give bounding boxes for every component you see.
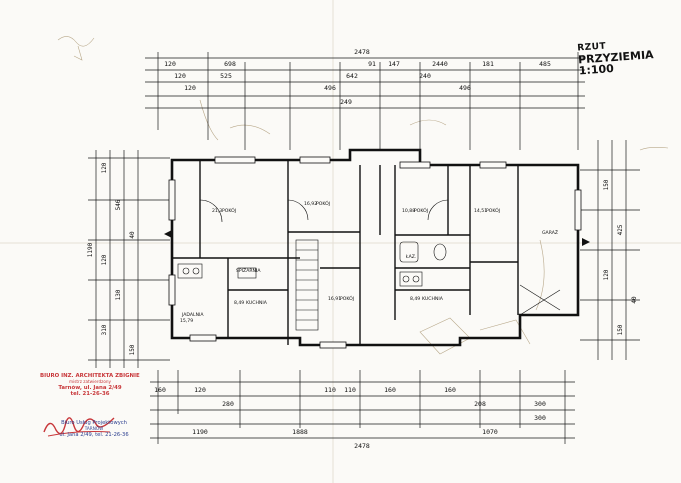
dim-right: 150 xyxy=(617,324,624,335)
dim-left: 120 xyxy=(101,254,108,265)
office-stamp-phone: tel. 21-26-36 xyxy=(70,391,110,397)
room-name: POKÓJ xyxy=(316,200,330,207)
dimension-labels-vertical: 1190 120 546 40 120 130 310 150 150 425 … xyxy=(87,162,638,355)
handwritten-signature xyxy=(43,417,115,437)
dim-right: 150 xyxy=(603,179,610,190)
dimension-labels: 2478 698 642 2440 485 120 120 120 91 147… xyxy=(154,48,551,450)
office-stamp-line-2: mistrz zatwierdzony xyxy=(68,379,112,384)
room-name: POKÓJ xyxy=(414,207,428,214)
dim-bottom: 160 xyxy=(444,386,456,394)
designer-stamp-address: ul. Jana 2/49, tel. 21-26-36 xyxy=(59,432,129,438)
dim-bottom: 300 xyxy=(534,400,546,408)
dim-left: 130 xyxy=(115,289,122,300)
dim-top: 120 xyxy=(184,84,196,92)
exterior-walls xyxy=(170,148,580,347)
room-labels: 21,3 POKÓJ 16,92 POKÓJ 10,88 POKÓJ 14,51… xyxy=(180,200,558,324)
room-area: 21,3 xyxy=(212,208,222,214)
dim-top: 698 xyxy=(224,60,236,68)
dim-bottom: 120 xyxy=(194,386,206,394)
dim-bottom: 1190 xyxy=(192,428,208,436)
room-name: SPIŻARNIA xyxy=(236,267,261,274)
room-area: 15,79 xyxy=(180,318,193,324)
designer-stamp-line-1: Biuro Usług Projektowych xyxy=(61,420,127,426)
dim-left-total: 1190 xyxy=(87,242,94,257)
dim-top: 120 xyxy=(174,72,186,80)
dim-top-total: 2478 xyxy=(354,48,370,56)
dim-top: 240 xyxy=(419,72,431,80)
dim-bottom: 110 xyxy=(324,386,336,394)
dim-top: 181 xyxy=(482,60,494,68)
dim-bottom: 1070 xyxy=(482,428,498,436)
dim-bottom: 1888 xyxy=(292,428,308,436)
right-dimension-lines xyxy=(580,140,640,360)
room-name: KUCHNIA xyxy=(422,296,444,302)
room-name: ŁAZ. xyxy=(405,254,416,260)
dim-bottom: 110 xyxy=(344,386,356,394)
dim-left: 40 xyxy=(129,231,136,239)
dim-top: 496 xyxy=(459,84,471,92)
room-area: 16,91 xyxy=(328,296,341,302)
room-name: POKÓJ xyxy=(486,207,500,214)
left-dimension-lines xyxy=(88,150,170,368)
designer-stamp-line-2: TARNÓW xyxy=(84,426,104,431)
office-stamp: BIURO INŻ. ARCHITEKTA ZBIGNIEWA mistrz z… xyxy=(40,373,140,397)
dim-top: 147 xyxy=(388,60,400,68)
dim-top: 2440 xyxy=(432,60,448,68)
room-name: GARAŻ xyxy=(542,229,558,236)
dim-bottom: 280 xyxy=(222,400,234,408)
designer-stamp: Biuro Usług Projektowych TARNÓW ul. Jana… xyxy=(44,420,144,438)
room-area: 14,51 xyxy=(474,208,487,214)
dim-right: 120 xyxy=(603,269,610,280)
top-dimension-lines xyxy=(145,52,585,150)
dim-left: 120 xyxy=(101,162,108,173)
dim-right: 40 xyxy=(631,296,638,304)
dim-bottom: 160 xyxy=(154,386,166,394)
office-stamp-line-3: Tarnów, ul. Jana 2/49 xyxy=(58,385,122,391)
bottom-dimension-lines xyxy=(150,370,575,444)
room-area: 8,49 xyxy=(410,296,420,302)
dim-top: 496 xyxy=(324,84,336,92)
dim-left: 310 xyxy=(101,324,108,335)
dim-top: 120 xyxy=(164,60,176,68)
office-stamp-line-1: BIURO INŻ. ARCHITEKTA ZBIGNIEWA xyxy=(40,373,140,379)
section-markers xyxy=(164,230,590,246)
dim-bottom-total: 2478 xyxy=(354,442,370,450)
room-area: 16,92 xyxy=(304,201,317,207)
room-name: POKÓJ xyxy=(340,295,354,302)
dim-right: 425 xyxy=(617,224,624,235)
drawing-title: RZUT PRZYZIEMIA 1:100 xyxy=(577,37,679,78)
dim-top: 642 xyxy=(346,72,358,80)
pencil-scribbles xyxy=(57,36,669,355)
interior-walls xyxy=(172,160,519,345)
dim-top: 485 xyxy=(539,60,551,68)
dim-left: 150 xyxy=(129,344,136,355)
stairs-and-fixtures xyxy=(177,199,561,331)
room-name: KUCHNIA xyxy=(246,300,268,306)
dim-bottom: 160 xyxy=(384,386,396,394)
dim-bottom: 300 xyxy=(534,414,546,422)
room-area: 10,88 xyxy=(402,208,415,214)
dim-top: 525 xyxy=(220,72,232,80)
dim-top: 91 xyxy=(368,60,376,68)
dim-bottom: 208 xyxy=(474,400,486,408)
dim-left: 546 xyxy=(115,199,122,210)
room-name: POKÓJ xyxy=(222,207,236,214)
windows xyxy=(168,156,582,349)
room-name: JADALNIA xyxy=(181,312,204,318)
dim-top: 249 xyxy=(340,98,352,106)
room-area: 8,49 xyxy=(234,300,244,306)
